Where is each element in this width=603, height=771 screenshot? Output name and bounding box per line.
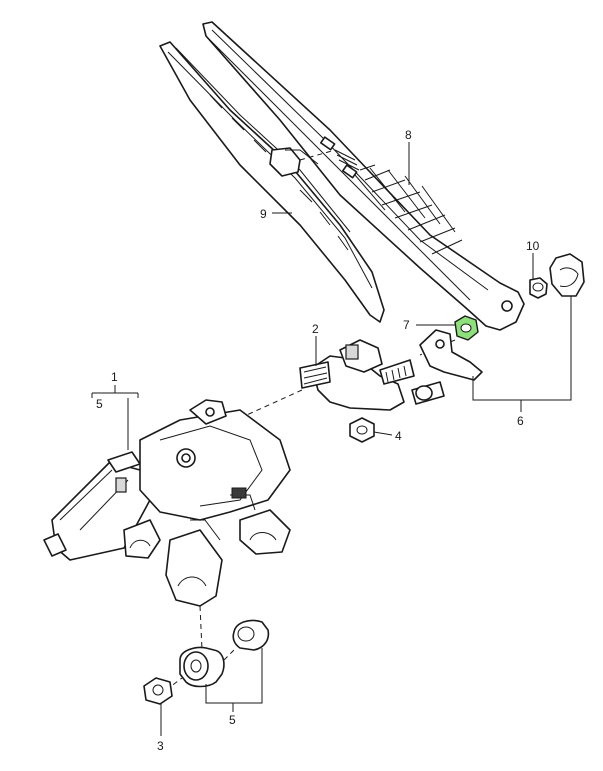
nut-7-highlighted[interactable] bbox=[454, 315, 479, 341]
spacer-sleeve[interactable] bbox=[232, 619, 270, 651]
wiper-blade[interactable] bbox=[159, 41, 385, 323]
nut-10[interactable] bbox=[529, 277, 548, 299]
callout-5-left: 5 bbox=[96, 397, 103, 411]
callout-4: 4 bbox=[395, 429, 402, 443]
cover-cap[interactable] bbox=[549, 253, 585, 297]
wiper-arm[interactable] bbox=[202, 21, 525, 331]
callout-6: 6 bbox=[517, 414, 524, 428]
callout-9: 9 bbox=[260, 207, 267, 221]
wiper-motor[interactable] bbox=[43, 399, 291, 607]
callout-1: 1 bbox=[111, 370, 118, 384]
callout-5-bottom: 5 bbox=[229, 713, 236, 727]
rubber-bushing[interactable] bbox=[179, 646, 225, 688]
nut-3[interactable] bbox=[143, 677, 173, 705]
pivot-bracket[interactable] bbox=[299, 329, 483, 411]
callout-2: 2 bbox=[312, 322, 319, 336]
callout-7: 7 bbox=[403, 318, 410, 332]
callout-10: 10 bbox=[526, 239, 540, 253]
callout-8: 8 bbox=[405, 128, 412, 142]
callout-3: 3 bbox=[157, 739, 164, 753]
nut-4[interactable] bbox=[349, 417, 375, 443]
